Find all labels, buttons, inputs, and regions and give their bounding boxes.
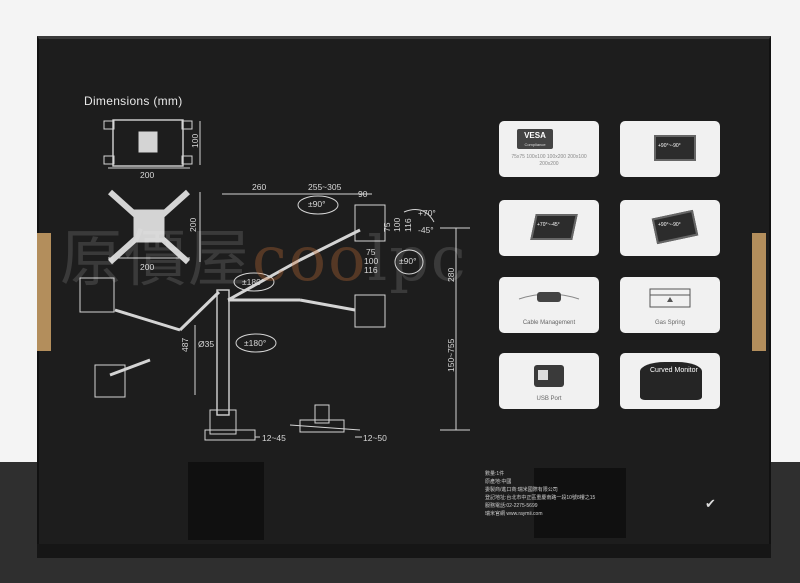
dim-label: 116 — [403, 218, 413, 232]
angle-label: ±90° — [308, 199, 326, 209]
angle-label: ±90° — [399, 256, 417, 266]
black-sticker — [188, 462, 264, 540]
monitor-icon — [654, 135, 696, 161]
dim-label: 255~305 — [308, 182, 342, 192]
curved-monitor-text: Curved Monitor — [650, 367, 698, 374]
vesa-logo-sub: Compliance — [524, 142, 546, 147]
tilt-label: +70°~-45° — [537, 222, 560, 228]
dim-label: 150~755 — [446, 338, 456, 372]
dim-label: Ø35 — [198, 339, 214, 349]
product-info: 數量:1件 原產地:中國 委製商/進口商:瑞米國際有限公司 登記地址:台北市中正… — [485, 470, 595, 518]
dim-label: 75 — [382, 222, 392, 232]
feature-card-cable-management: Cable Management — [499, 277, 599, 333]
angle-label: ±180° — [244, 338, 266, 348]
feature-card-tilt: +70°~-45° — [499, 200, 599, 256]
angle-label: ±180° — [242, 277, 264, 287]
swivel-label: +90°~-90° — [658, 222, 681, 228]
feature-card-vesa: VESA Compliance 75x75 100x100 100x200 20… — [499, 121, 599, 177]
dim-label: 100 — [364, 256, 378, 266]
dim-label: 200 — [140, 170, 154, 180]
vesa-sizes: 75x75 100x100 100x200 200x100 200x200 — [511, 154, 587, 167]
watermark-text: 原價屋 — [60, 222, 253, 295]
dim-label: 116 — [364, 265, 378, 275]
feature-card-swivel: +90°~-90° — [620, 200, 720, 256]
watermark-accent: coo — [252, 222, 368, 295]
dim-label: 12~45 — [262, 433, 286, 443]
dim-label: 280 — [446, 268, 456, 282]
feature-card-rotation: +90°~-90° — [620, 121, 720, 177]
feature-card-gas-spring: Gas Spring — [620, 277, 720, 333]
dim-label: 487 — [180, 338, 190, 352]
info-line: 登記地址:台北市中正區重慶南路一段10號8樓之15 — [485, 495, 596, 501]
card-label: USB Port — [536, 396, 562, 402]
black-sticker — [534, 468, 626, 538]
usb-icon — [534, 365, 564, 387]
cardboard-flap-left — [37, 233, 51, 351]
feature-card-curved-monitor: Curved Monitor — [620, 353, 720, 409]
info-line: 服務電話:02-2275-5699 — [485, 503, 538, 509]
dim-label: 200 — [140, 262, 154, 272]
info-line: 瑞米官網 www.raymii.com — [485, 511, 543, 517]
arm-assembly — [79, 204, 386, 441]
dim-label: 75 — [366, 247, 376, 257]
info-line: 委製商/進口商:瑞米國際有限公司 — [485, 487, 558, 493]
info-line: 原產地:中國 — [485, 479, 512, 485]
info-line: 數量:1件 — [485, 471, 505, 477]
dim-label: 100 — [190, 134, 200, 148]
rotation-label: +90°~-90° — [658, 143, 681, 149]
watermark: 原價屋coolpc — [60, 208, 468, 298]
vesa-plate-small — [103, 119, 201, 169]
dim-label: 100 — [392, 218, 402, 232]
cable-clip-icon — [518, 292, 580, 302]
angle-label: +70° — [418, 208, 436, 218]
vesa-logo: VESA — [517, 129, 553, 149]
box-bottom-edge — [37, 544, 771, 558]
dimensions-title: Dimensions (mm) — [84, 94, 183, 108]
curved-monitor-icon — [640, 362, 702, 400]
dim-label: 90 — [358, 189, 368, 199]
angle-label: -45° — [418, 225, 434, 235]
dim-label: 200 — [188, 218, 198, 232]
card-label: Cable Management — [522, 320, 576, 326]
dim-label: 260 — [252, 182, 266, 192]
gas-spring-icon — [649, 288, 691, 308]
vesa-plate-large — [107, 189, 201, 265]
check-icon: ✔ — [705, 496, 716, 511]
watermark-tail: lpc — [367, 222, 468, 295]
dim-label: 12~50 — [363, 433, 387, 443]
feature-card-usb-port: USB Port — [499, 353, 599, 409]
card-label: Gas Spring — [654, 320, 685, 326]
cardboard-flap-right — [752, 233, 766, 351]
